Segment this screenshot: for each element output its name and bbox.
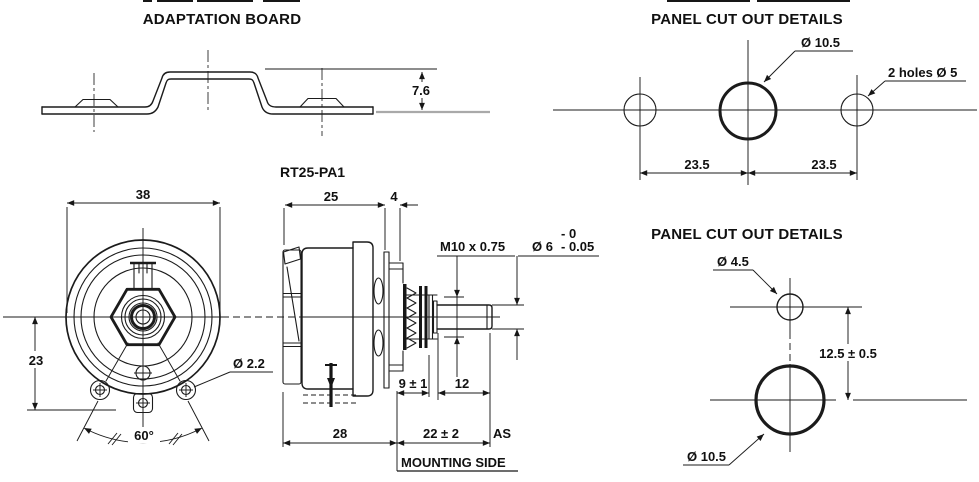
hole-spacing-dimension: 12.5 ± 0.5 <box>819 346 877 361</box>
left-mounting-hole <box>623 93 657 127</box>
flange-thickness-dimension: 4 <box>390 189 398 204</box>
potentiometer-side-view: RT25-PA1 <box>280 164 599 472</box>
rear-terminal-plate <box>282 246 302 385</box>
crop-artifacts <box>143 0 850 2</box>
bushing-length-dimension: 9 ± 1 <box>399 376 428 391</box>
washer <box>428 294 434 340</box>
body-total-dimension: 28 <box>333 426 347 441</box>
adaptation-board-view: ADAPTATION BOARD 7.6 <box>41 11 490 136</box>
shaft-ring <box>130 304 156 330</box>
terminal-lug-right <box>175 379 197 401</box>
flange-rivet-hole <box>134 365 152 381</box>
lock-washer <box>403 284 407 350</box>
rear-terminal-tab <box>282 246 302 265</box>
large-hole-diameter-label: Ø 10.5 <box>687 449 726 464</box>
model-title: RT25-PA1 <box>280 164 345 180</box>
shaft-tolerance-upper: - 0 <box>561 226 576 241</box>
body-circle <box>80 254 206 380</box>
shaft-diameter-label: Ø 6 <box>532 239 553 254</box>
center-height-dimension: 23 <box>29 353 43 368</box>
bushing-hole <box>754 364 826 436</box>
mounting-plate <box>373 251 404 389</box>
potentiometer-front-view: 38 23 Ø 2.2 60° <box>3 187 302 446</box>
shaft-length-dimension: 12 <box>455 376 469 391</box>
shaft <box>436 304 493 330</box>
mounting-length-dimension: 22 ± 2 <box>423 426 459 441</box>
terminal-lug-bottom <box>132 392 154 414</box>
anti-rotation-tab <box>130 261 156 290</box>
terminal-lug-left <box>89 379 111 401</box>
shaft-circle <box>128 302 158 332</box>
lug-angle-dimension: 60° <box>134 428 154 443</box>
body-length-dimension: 25 <box>324 189 338 204</box>
wiper-terminal-pin <box>303 363 359 407</box>
shaft-tolerance-lower: - 0.05 <box>561 239 594 254</box>
panel-cutout-top-view: PANEL CUT OUT DETAILS Ø 10.5 2 holes Ø 5… <box>553 11 977 185</box>
washer <box>432 300 438 334</box>
bushing-circle <box>120 294 166 340</box>
hole-spacing-left: 23.5 <box>684 157 709 172</box>
thread-zigzag <box>406 287 417 349</box>
left-dimple <box>74 98 119 108</box>
mounting-side-label: MOUNTING SIDE <box>401 455 506 470</box>
body-width-dimension: 38 <box>136 187 150 202</box>
side-holes-label: 2 holes Ø 5 <box>888 65 957 80</box>
small-hole-diameter-label: Ø 4.5 <box>717 254 749 269</box>
bracket-bottom-surface <box>41 78 374 115</box>
body-front-section <box>352 241 374 397</box>
panel-cutout-bottom-view: PANEL CUT OUT DETAILS Ø 4.5 12.5 ± 0.5 Ø… <box>651 226 967 466</box>
hole-spacing-right: 23.5 <box>811 157 836 172</box>
shaft-end-label: AS <box>493 426 511 441</box>
panel-cutout-top-title: PANEL CUT OUT DETAILS <box>651 11 843 28</box>
adaptation-board-title: ADAPTATION BOARD <box>143 11 301 28</box>
center-hole-diameter-label: Ø 10.5 <box>801 35 840 50</box>
lug-hole-diameter-label: Ø 2.2 <box>233 356 265 371</box>
body-circle <box>73 247 213 387</box>
panel-cutout-bottom-title: PANEL CUT OUT DETAILS <box>651 226 843 243</box>
bushing-circle <box>124 298 162 336</box>
bracket-top-surface <box>41 71 374 108</box>
shaft-center-circle <box>135 309 151 325</box>
right-mounting-hole <box>840 93 874 127</box>
locating-pin-hole <box>776 293 804 321</box>
nut <box>424 286 428 348</box>
height-dimension: 7.6 <box>412 83 430 98</box>
nut <box>419 286 422 348</box>
bushing-and-nut <box>403 284 438 350</box>
body-rear-section <box>301 247 354 390</box>
thread-spec-label: M10 x 0.75 <box>440 239 505 254</box>
center-bushing-hole <box>718 81 778 141</box>
